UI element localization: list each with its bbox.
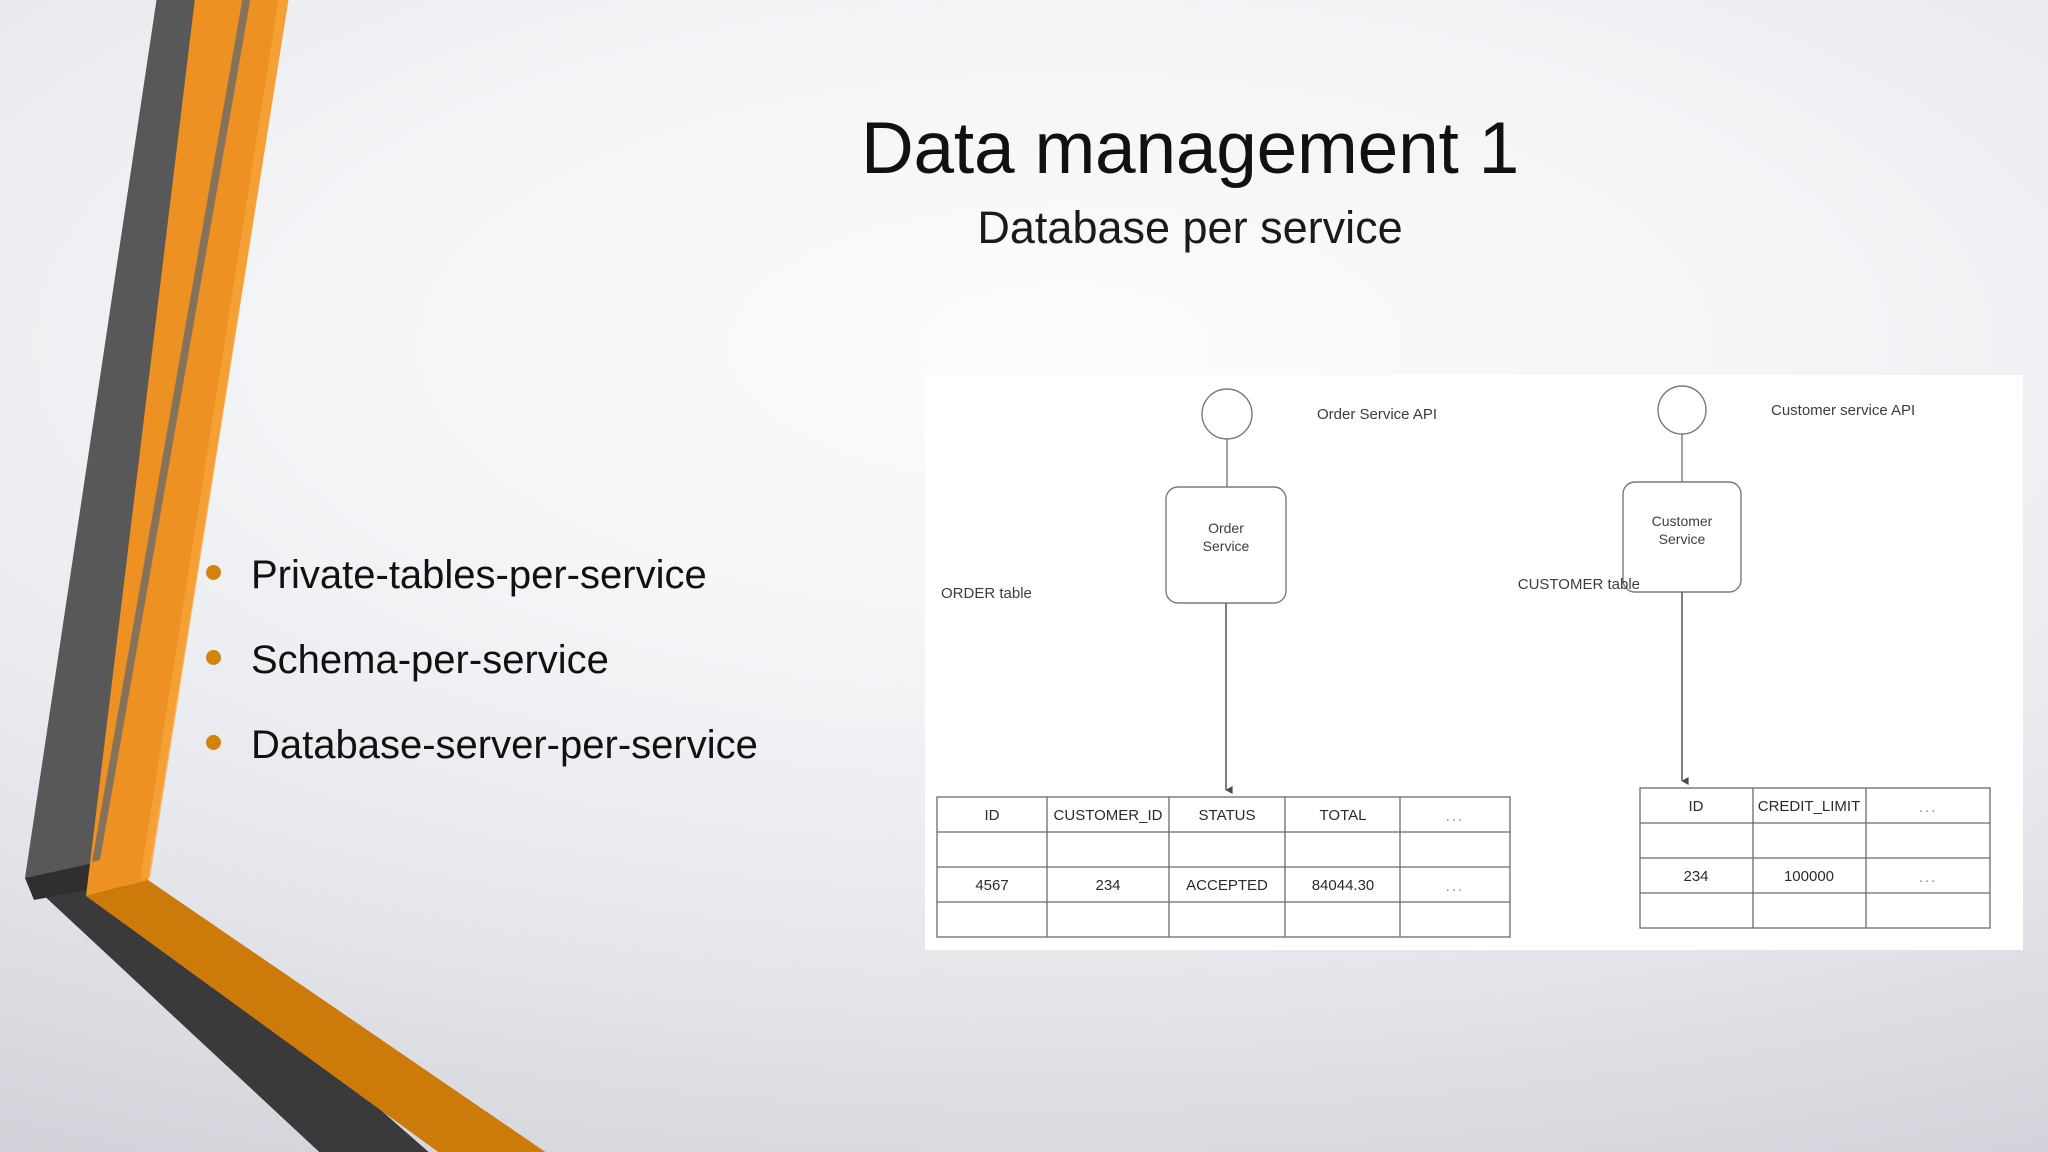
architecture-diagram-panel: Order Service API Order Service ORDER ta… — [925, 375, 2023, 950]
bullet-dot-icon — [206, 565, 221, 580]
order-table-cell: 84044.30 — [1312, 877, 1375, 894]
order-table-header-cell: ID — [985, 807, 1000, 824]
customer-service-group: Customer service API Customer Service CU… — [1518, 385, 1915, 785]
order-service-box-label-line1: Order — [1208, 520, 1244, 536]
order-table-header-cell: STATUS — [1199, 807, 1256, 824]
customer-service-box-label-line2: Service — [1659, 531, 1706, 547]
order-table-header-cell: ... — [1446, 808, 1465, 825]
page-subtitle: Database per service — [977, 202, 1403, 253]
bullet-dot-icon — [206, 735, 221, 751]
list-item: Database-server-per-service — [206, 724, 906, 767]
architecture-diagram: Order Service API Order Service ORDER ta… — [936, 385, 1991, 938]
bullet-list: Private-tables-per-service Schema-per-se… — [206, 553, 906, 810]
page-title: Data management 1 — [860, 108, 1520, 189]
customer-table-header-cell: ... — [1919, 799, 1938, 816]
customer-table-cell: 234 — [1683, 868, 1708, 885]
customer-table-header-cell: CREDIT_LIMIT — [1758, 798, 1861, 815]
gray-ribbon-lower — [25, 862, 429, 1152]
order-table-caption: ORDER table — [941, 585, 1032, 602]
order-service-box-label-line2: Service — [1203, 538, 1250, 554]
orange-ribbon-lower — [86, 880, 546, 1152]
bullet-label: Private-tables-per-service — [251, 553, 707, 597]
order-table-cell: ACCEPTED — [1186, 877, 1268, 894]
order-service-group: Order Service API Order Service ORDER ta… — [941, 388, 1437, 794]
order-service-api-circle — [1201, 388, 1253, 440]
customer-table-cell: 100000 — [1784, 868, 1834, 885]
customer-table-header-cell: ID — [1689, 798, 1704, 815]
title-block: Data management 1 Database per service — [640, 112, 1740, 250]
order-table-cell: 234 — [1095, 877, 1120, 894]
order-table-cell: ... — [1446, 878, 1465, 895]
customer-service-api-circle — [1657, 385, 1707, 435]
customer-service-api-label: Customer service API — [1771, 402, 1915, 419]
order-service-api-label: Order Service API — [1317, 406, 1437, 423]
bullet-dot-icon — [206, 650, 221, 666]
customer-table-cell: ... — [1919, 869, 1938, 886]
customer-table-caption: CUSTOMER table — [1518, 576, 1640, 593]
bullet-label: Database-server-per-service — [251, 723, 758, 768]
order-table: ID CUSTOMER_ID STATUS TOTAL ... 4567 234… — [936, 796, 1511, 938]
gray-ribbon-bevel — [25, 862, 108, 900]
list-item: Private-tables-per-service — [206, 553, 906, 597]
order-table-header-cell: CUSTOMER_ID — [1054, 807, 1163, 824]
order-table-header-cell: TOTAL — [1320, 807, 1367, 824]
bullet-label: Schema-per-service — [251, 638, 609, 683]
order-table-cell: 4567 — [975, 877, 1008, 894]
customer-table: ID CREDIT_LIMIT ... 234 100000 ... — [1639, 787, 1991, 929]
list-item: Schema-per-service — [206, 638, 906, 683]
customer-service-box-label-line1: Customer — [1652, 513, 1713, 529]
